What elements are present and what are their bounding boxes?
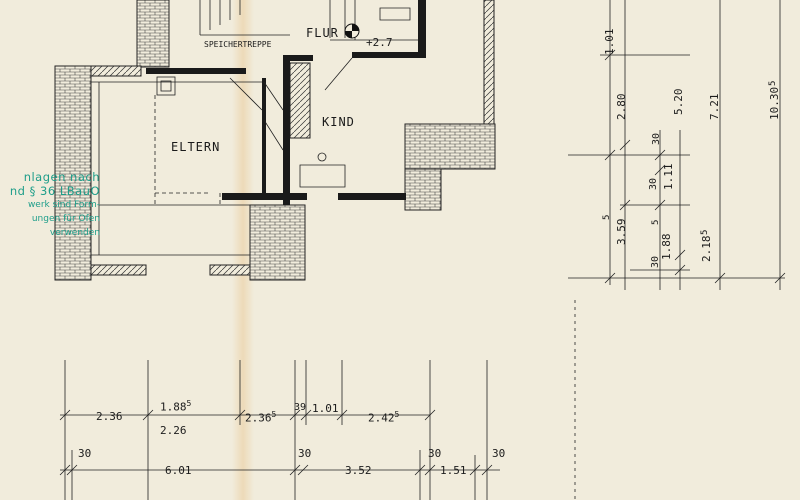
right-stair-block [404,123,496,170]
horizontal-dimension-lines [59,360,500,500]
left-masonry-wall [54,65,92,281]
dim-v-30-a: 30 [651,132,662,145]
dim-v-30-b: 30 [648,177,659,190]
dim-h-1-88: 1.885 [160,399,192,414]
room-label-speichertreppe: SPEICHERTREPPE [204,40,272,49]
window-bottom-right [209,264,251,276]
stamp-line-3: werk sind Form- [27,200,100,210]
dim-v-10-30: 10.30 [768,86,781,120]
level-mark: +2.7 [366,36,393,49]
interior-lines [91,0,420,256]
stamp-line-1: nlagen nach [23,170,100,184]
approval-stamp: nlagen nach nd § 36 LBauO werk sind Form… [0,170,100,240]
room-label-eltern: ELTERN [171,140,221,154]
dim-v-10-30-sup: 5 [768,80,778,86]
bottom-chimney [249,204,306,281]
dim-v-2-18-sup: 5 [700,229,710,235]
dim-v-1-88: 1.88 [660,233,673,261]
room-label-flur: FLUR [306,26,339,40]
dim-h-1-01: 1.01 [312,402,339,415]
dim-v-1-01: 1.01 [603,28,616,56]
dim-v-5-20: 5.20 [672,88,685,116]
dim-h-2-36-a: 2.36 [96,410,123,423]
dim-v-2-18: 2.18 [700,235,713,263]
top-chimney [136,0,170,68]
dim-h-2-36-b: 2.365 [245,410,277,425]
level-marker-icon [344,23,360,39]
dim-h-30-c: 30 [428,447,442,460]
dim-h-30-b: 30 [298,447,312,460]
dim-h-6-01: 6.01 [165,464,192,477]
window-right [483,0,495,125]
dim-v-7-21: 7.21 [708,93,721,121]
dim-v-1-11: 1.11 [662,163,675,191]
dim-h-30-a: 30 [78,447,92,460]
stamp-line-5: verwenden [49,228,100,238]
closet-hatch [289,62,311,139]
dim-v-2-80: 2.80 [615,93,628,121]
stamp-line-4: ungen für Ofen [31,214,100,224]
window-bottom-left [90,264,147,276]
room-label-kind: KIND [322,115,355,129]
dim-h-2-42: 2.425 [368,410,400,425]
paper-fold [232,0,254,500]
dim-h-30-d: 30 [492,447,506,460]
walls [146,0,426,205]
dim-h-2-26: 2.26 [160,424,187,437]
dim-h-39: 39 [294,402,307,413]
dim-v-3-59: 3.59 [615,218,628,246]
dim-v-3-59-sup: 5 [602,214,612,220]
vertical-dimension-lines [568,0,786,500]
dim-v-1-88-sup: 5 [651,219,661,225]
dim-h-1-51: 1.51 [440,464,467,477]
window-top [90,65,142,77]
dim-v-30-c: 30 [650,255,661,268]
stamp-line-2: nd § 36 LBauO [9,184,100,198]
dim-h-3-52: 3.52 [345,464,372,477]
